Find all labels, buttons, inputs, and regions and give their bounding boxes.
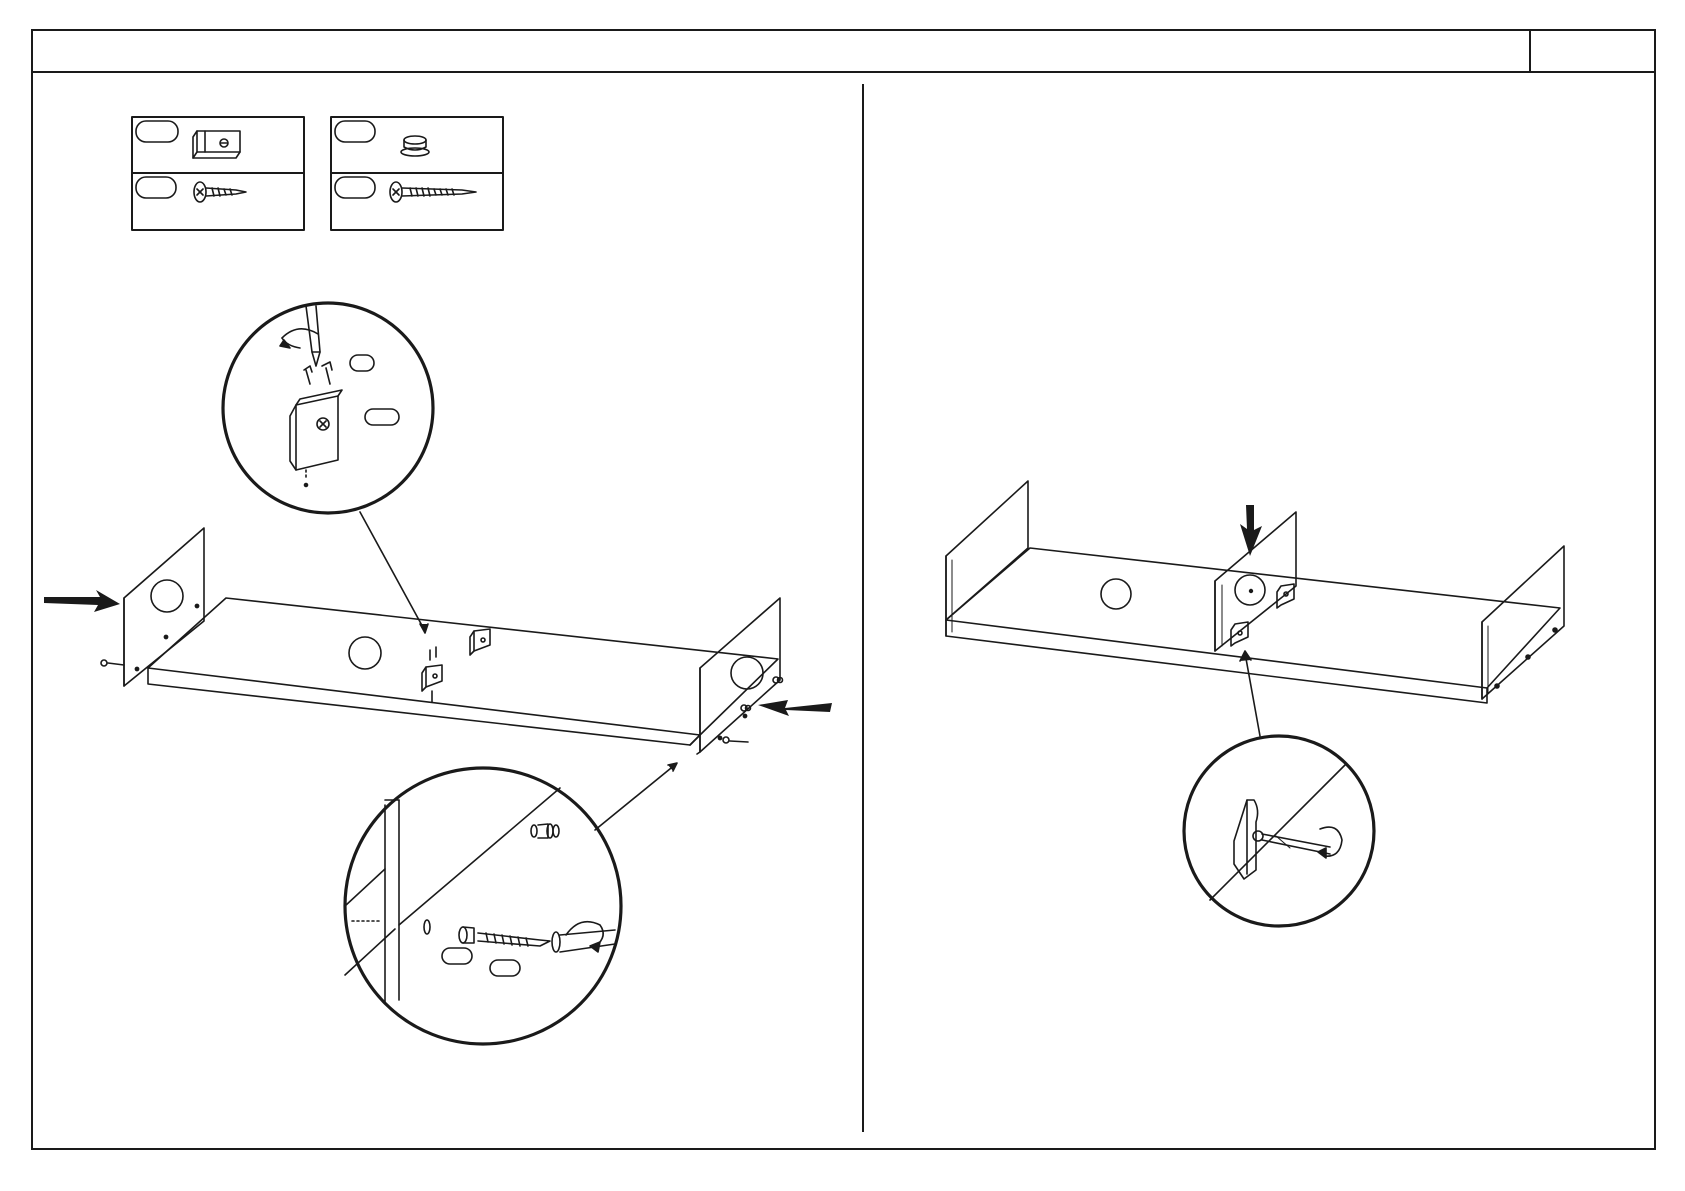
badge-cam-cap bbox=[335, 121, 375, 142]
long-screw-icon bbox=[390, 182, 476, 202]
left-side-panel bbox=[946, 481, 1028, 636]
detail-badge bbox=[365, 409, 399, 425]
detail-circle-divider-screw bbox=[1184, 736, 1374, 926]
detail-badge bbox=[350, 355, 374, 371]
left-side-panel bbox=[124, 528, 204, 686]
cam-cap-icon bbox=[401, 136, 429, 156]
detail-badge bbox=[442, 948, 472, 964]
push-arrow-left bbox=[44, 590, 120, 612]
connector-bracket-installed bbox=[1277, 584, 1294, 608]
connector-bracket-installed bbox=[470, 629, 490, 655]
detail-badge bbox=[490, 960, 520, 976]
push-arrow-right bbox=[758, 700, 832, 716]
detail-circle-bracket bbox=[223, 303, 433, 513]
short-screw-icon bbox=[194, 182, 246, 202]
panel-screw bbox=[101, 660, 124, 666]
leader-line bbox=[1245, 653, 1260, 736]
side-panel-hole bbox=[151, 580, 183, 612]
push-arrow-down bbox=[1240, 505, 1262, 556]
cable-hole bbox=[349, 637, 381, 669]
connector-bracket-installed bbox=[422, 647, 442, 702]
leader-line bbox=[595, 764, 676, 830]
side-panel-hole bbox=[731, 657, 763, 689]
step-right bbox=[946, 481, 1564, 926]
right-side-panel bbox=[1482, 546, 1564, 699]
step-left bbox=[44, 303, 832, 1044]
cable-hole bbox=[1101, 579, 1131, 609]
badge-long-screw bbox=[335, 177, 375, 198]
hardware-legend bbox=[132, 117, 503, 230]
connector-bracket-icon bbox=[193, 131, 240, 158]
detail-circle-cam-screw bbox=[345, 768, 621, 1044]
bottom-shelf bbox=[148, 598, 778, 745]
right-side-panel bbox=[697, 598, 780, 754]
badge-short-screw bbox=[136, 177, 176, 198]
badge-connector-bracket bbox=[136, 121, 178, 142]
bottom-shelf bbox=[946, 548, 1560, 703]
panel-screw bbox=[723, 737, 748, 743]
